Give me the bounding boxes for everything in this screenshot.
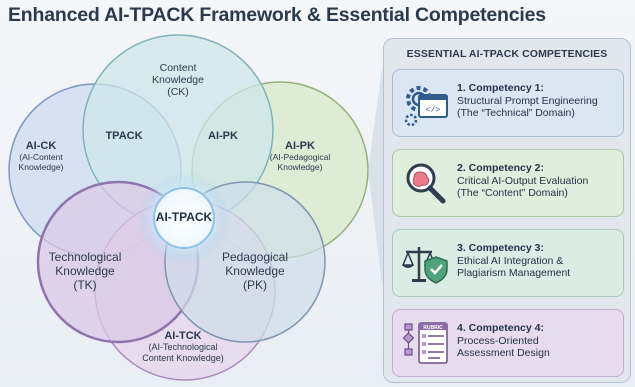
center-ring: [153, 187, 215, 249]
tpack-label: TPACK: [105, 130, 143, 142]
card-heading: 1. Competency 1:: [457, 82, 544, 94]
card-line: Assessment Design: [457, 347, 550, 359]
magnifier-brain-icon: [406, 163, 446, 204]
card-heading: 3. Competency 3:: [457, 242, 544, 254]
ai-ck-label: AI-CK (AI-Content Knowledge): [18, 140, 64, 172]
competency-card-1: </> 1. Competency 1: Structural Prompt E…: [392, 69, 624, 137]
card-line: (The “Content” Domain): [457, 187, 568, 199]
ai-pk-label: AI-PK (AI-Pedagogical Knowledge): [269, 140, 331, 172]
rubric-flowchart-icon: RUBRIC: [402, 322, 448, 364]
tk-label: Technological Knowledge (TK): [48, 250, 122, 292]
pk-label: Pedagogical Knowledge (PK): [221, 250, 289, 292]
competency-card-4: RUBRIC 4. Competency 4: Process-Oriented…: [392, 309, 624, 377]
competency-card-3: 3. Competency 3: Ethical AI Integration …: [392, 229, 624, 297]
ai-pk-inner-label: AI-PK: [208, 130, 238, 142]
card-heading: 2. Competency 2:: [457, 162, 544, 174]
competencies-panel: ESSENTIAL AI-TPACK COMPETENCIES </> 1. C…: [383, 38, 631, 383]
page-title: Enhanced AI-TPACK Framework & Essential …: [8, 4, 546, 26]
scales-shield-icon: [401, 247, 448, 284]
svg-text:</>: </>: [426, 106, 441, 115]
card-line: Process-Oriented: [457, 334, 539, 347]
card-line: (The “Technical” Domain): [457, 107, 575, 119]
card-line: Plagiarism Management: [457, 267, 571, 279]
card-line: Ethical AI Integration &: [457, 254, 564, 267]
card-line: Critical AI-Output Evaluation: [457, 174, 589, 187]
competency-card-2: 2. Competency 2: Critical AI-Output Eval…: [392, 149, 624, 217]
venn-diagram: [8, 34, 369, 381]
card-line: Structural Prompt Engineering: [457, 94, 598, 107]
ai-tck-label: AI-TCK (AI-Technological Content Knowled…: [142, 330, 224, 363]
ai-tpack-center-label: AI-TPACK: [155, 210, 213, 224]
card-heading: 4. Competency 4:: [457, 322, 544, 334]
gear-code-icon: </>: [404, 86, 448, 127]
rubric-text: RUBRIC: [423, 325, 443, 331]
panel-title: ESSENTIAL AI-TPACK COMPETENCIES: [406, 48, 608, 60]
ck-label: Content Knowledge (CK): [152, 62, 204, 98]
